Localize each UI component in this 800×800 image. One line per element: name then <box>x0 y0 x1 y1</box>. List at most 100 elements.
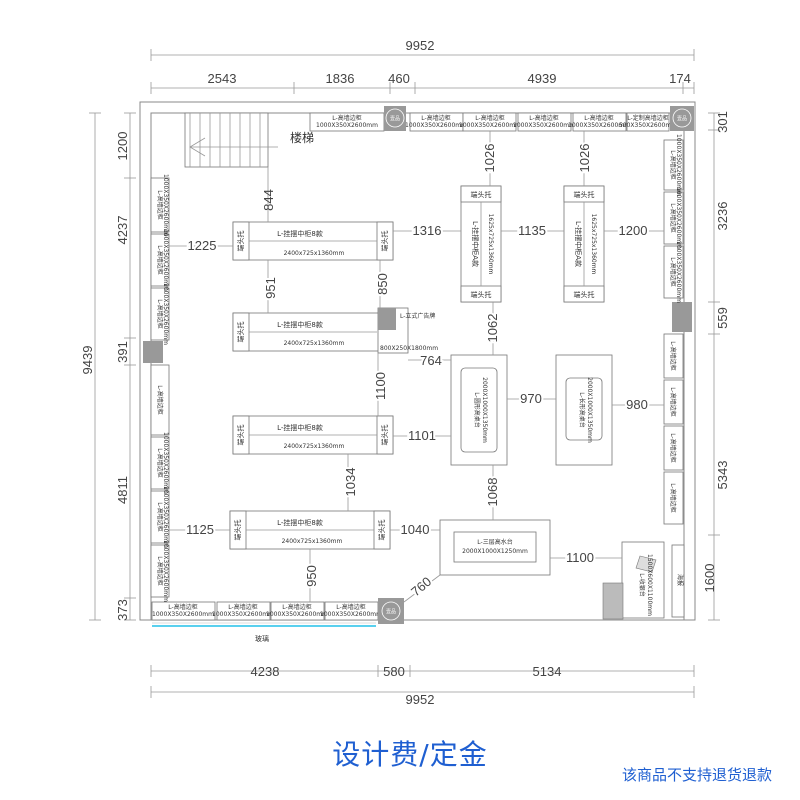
dim-970: 970 <box>520 391 542 406</box>
right-cab-1-size: 1000X350X2600mm <box>675 134 682 196</box>
rect-table-size: 2000X1000X1350mm <box>586 377 593 443</box>
right-cab-2-size: 1000X350X2600mm <box>675 187 682 249</box>
right-dim-2: 3236 <box>715 202 730 231</box>
dim-1135: 1135 <box>518 223 546 238</box>
right-cab-6-label: L-高墙边柜 <box>669 433 677 462</box>
right-dim-1: 301 <box>715 111 730 133</box>
bot-cab-4-size: 1000X350X2600mm <box>320 611 382 618</box>
dim-980: 980 <box>626 397 648 412</box>
bot-cab-3-label: L-高墙边柜 <box>282 603 311 611</box>
left-total-dim: 9439 <box>80 346 95 375</box>
bottom-wall-cabinets: L-高墙边柜 1000X350X2600mm L-高墙边柜 1000X350X2… <box>151 598 404 624</box>
top-dim-2: 1836 <box>326 71 355 86</box>
dim-1225: 1225 <box>188 238 217 253</box>
round-table: L-圆形高桌台 2000X1000X1350mm <box>450 354 508 466</box>
left-dim-3: 391 <box>115 341 130 363</box>
top-dim-4: 4939 <box>528 71 557 86</box>
ad-board-size: 800X250X1800mm <box>380 345 438 352</box>
right-cab-7-label: L-高墙边柜 <box>669 483 677 512</box>
dim-844: 844 <box>261 189 276 211</box>
logo-top-1: 壹品 <box>390 115 400 122</box>
water-table: L-三层高水台 2000X1000X1250mm <box>439 519 551 576</box>
water-table-size: 2000X1000X1250mm <box>462 548 528 555</box>
top-dim-5: 174 <box>669 71 691 86</box>
right-cab-3-label: L-高墙边柜 <box>669 257 677 286</box>
left-dim-2: 4237 <box>115 216 130 245</box>
bottom-dim-3: 5134 <box>533 664 562 679</box>
dim-950: 950 <box>304 565 319 587</box>
mid4-label: L-挂摆中柜8款 <box>277 518 323 527</box>
mid3-label: L-挂摆中柜8款 <box>277 423 323 432</box>
dim-1068: 1068 <box>485 478 500 507</box>
mid1-end-left: 端头托 <box>236 231 245 252</box>
bot-cab-2-size: 1000X350X2600mm <box>212 611 274 618</box>
bottom-total-dim: 9952 <box>406 692 435 707</box>
water-table-label: L-三层高水台 <box>477 538 512 546</box>
top-cab-5-size: 1000X350X2600mm <box>568 122 630 129</box>
bot-cab-4-label: L-高墙边柜 <box>336 603 365 611</box>
inner-dimensions: 844 1225 1316 1135 1200 1026 1026 951 85… <box>169 131 664 603</box>
footer-note: 该商品不支持退货退款 <box>621 766 772 784</box>
cashier-size: 1500X600X1100mm <box>646 554 653 616</box>
mid4-end-left: 端头托 <box>233 520 242 541</box>
cashier-label: L-收银台 <box>638 573 646 596</box>
left-dimension: 9439 1200 4237 391 4811 373 <box>80 112 136 621</box>
top-cab-5-label: L-高墙边柜 <box>584 114 613 122</box>
left-cab-2-size: 1000X350X2600mm <box>162 229 169 291</box>
left-wall-cabinets: L-高墙边柜 1000X350X2600mm L-高墙边柜 1000X350X2… <box>143 174 170 602</box>
dim-1026b: 1026 <box>577 144 592 173</box>
right-wall-cabinets: L-高墙边柜 1000X350X2600mm L-高墙边柜 1000X350X2… <box>663 134 692 618</box>
left-cab-2-label: L-高墙边柜 <box>156 245 164 274</box>
right-dim-4: 5343 <box>715 461 730 490</box>
mid1-end-right: 端头托 <box>380 231 389 252</box>
a2-size: 1625x725x1360mm <box>590 214 597 275</box>
dim-1034: 1034 <box>343 468 358 497</box>
top-cab-6-size: 500X350X2600mm <box>619 122 677 129</box>
mid-cabinet-2: 端头托 L-挂摆中柜8款 2400x725x1360mm L-立式广告牌 800… <box>232 307 438 354</box>
top-cab-2-label: L-高墙边柜 <box>421 114 450 122</box>
a1-end-bottom: 端头托 <box>471 290 492 299</box>
a-cabinet-2: 端头托 端头托 L-挂摆中柜A款 1625x725x1360mm <box>563 185 605 303</box>
left-cab-7-size: 1000X350X2600mm <box>162 540 169 602</box>
dim-1101: 1101 <box>408 428 436 443</box>
top-cab-1-size: 1000X350X2600mm <box>316 122 378 129</box>
a1-size: 1625x725x1360mm <box>487 214 494 275</box>
left-cab-1-label: L-高墙边柜 <box>156 190 164 219</box>
mid2-label: L-挂摆中柜8款 <box>277 320 323 329</box>
top-dim-3: 460 <box>388 71 410 86</box>
cashier: L-收银台 1500X600X1100mm <box>602 541 665 620</box>
right-dim-3: 559 <box>715 307 730 329</box>
bottom-dim-2: 580 <box>383 664 405 679</box>
left-cab-5-size: 1000X350X2600mm <box>162 432 169 494</box>
a-cabinet-1: 端头托 端头托 L-挂摆中柜A款 1625x725x1360mm <box>460 185 502 303</box>
round-table-label: L-圆形高桌台 <box>473 392 481 427</box>
logo-top-2: 壹品 <box>677 115 687 122</box>
a2-label: L-挂摆中柜A款 <box>574 221 583 267</box>
dim-1040: 1040 <box>401 522 430 537</box>
glass-label: 玻璃 <box>255 634 269 643</box>
dim-1316: 1316 <box>413 223 442 238</box>
mid-cabinet-4: 端头托 端头托 L-挂摆中柜8款 2400x725x1360mm <box>229 510 391 550</box>
right-dim-5: 1600 <box>702 564 717 593</box>
a1-end-top: 端头托 <box>471 190 492 199</box>
mid1-label: L-挂摆中柜8款 <box>277 229 323 238</box>
dim-1125: 1125 <box>186 522 214 537</box>
left-cab-7-label: L-高墙边柜 <box>156 556 164 585</box>
mid2-end-left: 端头托 <box>236 322 245 343</box>
mid3-end-left: 端头托 <box>236 425 245 446</box>
mid4-size: 2400x725x1360mm <box>282 538 343 545</box>
right-dimension: 301 3236 559 5343 1600 <box>702 111 730 621</box>
top-cab-3-size: 1000X350X2600mm <box>459 122 521 129</box>
dim-850: 850 <box>375 273 390 295</box>
right-cab-2-label: L-高墙边柜 <box>669 203 677 232</box>
left-dim-5: 373 <box>115 599 130 621</box>
dim-1100h: 1100 <box>566 550 594 565</box>
mid4-end-right: 端头托 <box>377 520 386 541</box>
bot-cab-1-size: 1000X350X2600mm <box>152 611 214 618</box>
top-cab-4-size: 1000X350X2600mm <box>513 122 575 129</box>
bottom-dim-1: 4238 <box>251 664 280 679</box>
top-cab-4-label: L-高墙边柜 <box>529 114 558 122</box>
right-cab-3-size: 1000X350X2600mm <box>675 241 682 303</box>
bot-cab-1-label: L-高墙边柜 <box>168 603 197 611</box>
mid-cabinet-1: 端头托 端头托 L-挂摆中柜8款 2400x725x1360mm <box>232 221 394 261</box>
